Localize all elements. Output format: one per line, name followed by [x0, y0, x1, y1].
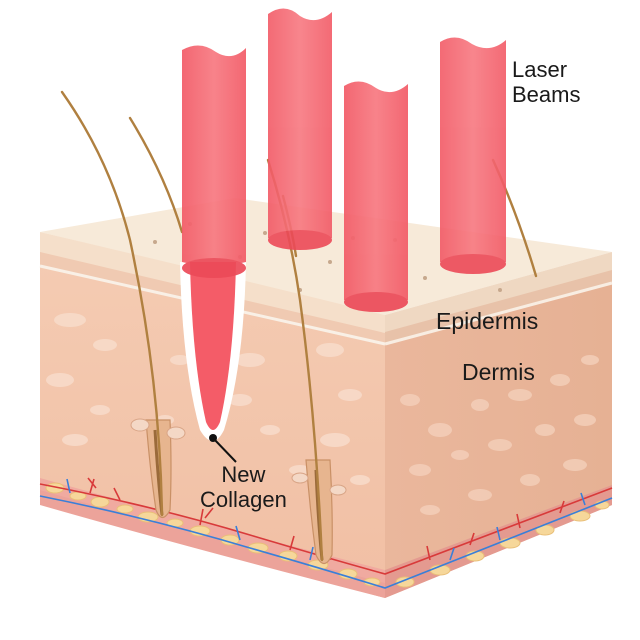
laser-beam-4	[440, 37, 506, 274]
laser-beam-2	[268, 8, 332, 250]
collagen-pointer	[209, 434, 237, 463]
epidermis-side-band	[384, 252, 613, 346]
label-collagen-line2: Collagen	[200, 486, 287, 512]
label-collagen-line1: New	[221, 462, 266, 487]
sebaceous-glands	[130, 418, 347, 496]
label-laser-beams: Laser Beams	[512, 57, 581, 107]
arteries	[39, 477, 613, 575]
collagen-channel	[180, 262, 246, 441]
label-dermis: Dermis	[462, 359, 535, 385]
label-epidermis: Epidermis	[436, 308, 539, 334]
label-laser-line1: Laser	[512, 57, 568, 82]
label-new-collagen: New Collagen	[200, 462, 287, 512]
laser-beam-3	[344, 81, 408, 312]
laser-beam-1	[182, 45, 246, 278]
dermis-side-texture	[400, 355, 599, 515]
label-laser-line2: Beams	[512, 81, 581, 107]
